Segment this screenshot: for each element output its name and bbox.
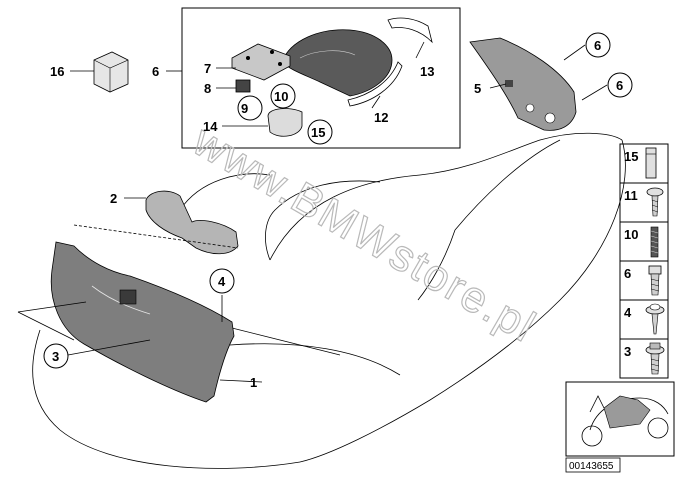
flange-bolt-icon (645, 342, 665, 375)
callout-2: 2 (110, 191, 117, 206)
fastener-legend: 15 11 10 6 4 3 (619, 143, 669, 379)
callout-13: 13 (420, 64, 434, 79)
washer-screw-icon (645, 303, 665, 335)
callout-labels: 16 6 7 8 14 12 13 5 2 1 (50, 61, 481, 390)
callout-6a: 6 (594, 38, 601, 53)
callout-10: 9 (241, 101, 248, 116)
callout-circle-4 (209, 268, 235, 294)
legend-label-3: 3 (624, 344, 631, 359)
callout-circle-11 (270, 83, 296, 109)
threaded-rod-icon (650, 226, 659, 258)
callout-circle-6a (585, 32, 611, 58)
callout-14: 14 (203, 119, 218, 134)
side-panel (469, 37, 577, 131)
callout-6b-text: 6 (616, 78, 623, 93)
callout-1: 1 (250, 375, 257, 390)
callout-11: 10 (274, 89, 288, 104)
callout-7: 6 (152, 64, 159, 79)
pan-screw-icon (646, 187, 664, 217)
lower-panel-1 (50, 241, 235, 403)
booklet-16 (93, 51, 129, 93)
holder-14 (267, 108, 303, 137)
leader-lines (17, 41, 608, 383)
socket-screw-icon (648, 265, 662, 296)
sleeve-icon (645, 147, 657, 179)
detail-group-box (181, 7, 461, 149)
bracket-8 (231, 43, 291, 81)
callout-circle-6b (607, 72, 633, 98)
legend-label-10: 10 (624, 227, 638, 242)
callout-4: 4 (218, 274, 226, 289)
legend-label-11: 11 (624, 188, 638, 203)
callout-9: 8 (204, 81, 211, 96)
diagram-code-box: 00143655 (565, 457, 621, 473)
callout-circle-10 (237, 95, 263, 121)
callout-circle-15 (307, 119, 333, 145)
seat-cover (281, 29, 393, 97)
legend-label-4: 4 (624, 305, 632, 320)
callout-circle-3 (43, 343, 69, 369)
circled-callouts (43, 32, 633, 369)
watermark-text: www.BMWstore.pl (184, 116, 544, 352)
clip-9 (235, 79, 251, 93)
callout-16: 16 (50, 64, 64, 79)
diagram-code: 00143655 (569, 461, 614, 472)
seat-outline (32, 132, 626, 469)
legend-label-6: 6 (624, 266, 631, 281)
callout-12: 12 (374, 110, 388, 125)
callout-8: 7 (204, 61, 211, 76)
strip-12 (347, 61, 403, 107)
callout-3: 3 (52, 349, 59, 364)
strip-13 (387, 17, 433, 44)
grab-handle-2 (145, 190, 239, 255)
legend-label-15: 15 (624, 149, 638, 164)
callout-15: 15 (311, 125, 325, 140)
motorcycle-thumbnail (565, 381, 675, 457)
callout-5: 5 (474, 81, 481, 96)
